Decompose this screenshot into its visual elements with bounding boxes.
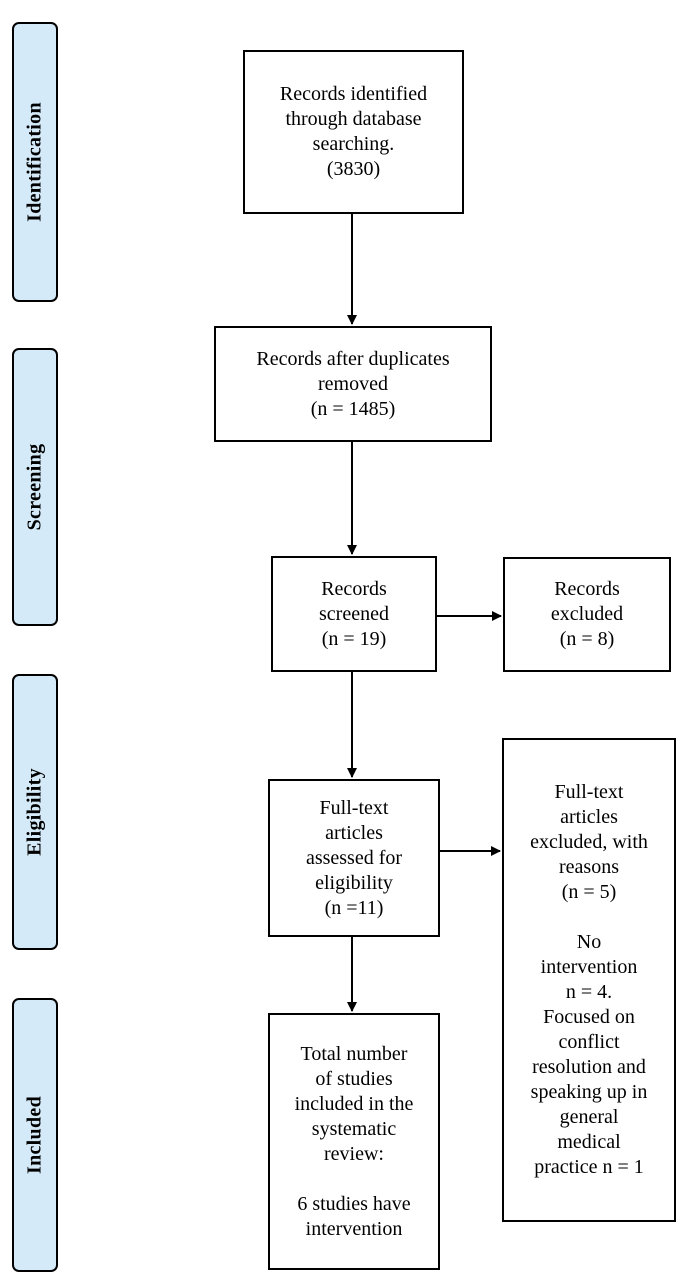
studies-included-text: 6 studies have (297, 1192, 411, 1215)
studies-included-text: systematic (311, 1117, 397, 1140)
exclusion-reason-text: practice n = 1 (534, 1156, 644, 1178)
records-screened-box: Records screened (n = 19) (271, 556, 437, 672)
fulltext-assessed-text: Full-text (319, 796, 389, 819)
records-screened-text: Records (321, 577, 387, 600)
fulltext-excluded-text: Full-text (554, 781, 624, 803)
fulltext-excluded-count: (n = 5) (561, 881, 617, 903)
studies-included-text: intervention (305, 1217, 403, 1240)
fulltext-excluded-box: Full-text articles excluded, with reason… (502, 738, 676, 1222)
exclusion-reason-text: resolution and (532, 1056, 646, 1078)
exclusion-reason-text: intervention (540, 956, 638, 978)
phase-included: Included (12, 998, 58, 1272)
records-identified-box: Records identified through database sear… (243, 50, 464, 214)
records-after-duplicates-text: Records after duplicates (256, 347, 450, 370)
records-screened-text: screened (319, 602, 389, 625)
records-identified-text: Records identified (279, 83, 428, 105)
records-after-duplicates-text: removed (318, 372, 388, 395)
exclusion-reason-text: No (576, 931, 602, 953)
fulltext-assessed-count: (n =11) (324, 896, 384, 919)
records-screened-count: (n = 19) (321, 627, 387, 650)
exclusion-reason-text: conflict (558, 1031, 620, 1053)
exclusion-reason-text: medical (557, 1131, 621, 1153)
records-excluded-text: Records (554, 578, 620, 600)
exclusion-reason-text: speaking up in (530, 1081, 648, 1103)
phase-eligibility: Eligibility (12, 674, 58, 950)
records-identified-text: through database (285, 108, 422, 130)
fulltext-assessed-text: assessed for (305, 846, 403, 869)
exclusion-reason-text: general (559, 1106, 619, 1128)
records-identified-text: searching. (312, 133, 395, 155)
studies-included-box: Total number of studies included in the … (268, 1013, 440, 1270)
exclusion-reason-text: Focused on (543, 1006, 635, 1028)
records-excluded-box: Records excluded (n = 8) (503, 557, 671, 672)
records-excluded-text: excluded (550, 603, 624, 625)
fulltext-assessed-text: eligibility (315, 871, 393, 894)
exclusion-reason-count: n = 4. (565, 981, 613, 1003)
studies-included-text: review: (324, 1142, 384, 1165)
studies-included-text: included in the (294, 1092, 414, 1115)
fulltext-excluded-text: excluded, with (530, 831, 648, 853)
studies-included-text: of studies (315, 1067, 393, 1090)
phase-identification: Identification (12, 22, 58, 302)
records-after-duplicates-count: (n = 1485) (310, 397, 396, 420)
fulltext-excluded-text: reasons (559, 856, 619, 878)
fulltext-assessed-box: Full-text articles assessed for eligibil… (268, 779, 440, 937)
fulltext-excluded-text: articles (560, 806, 618, 828)
records-after-duplicates-box: Records after duplicates removed (n = 14… (214, 326, 492, 442)
studies-included-text: Total number (300, 1042, 408, 1065)
records-excluded-count: (n = 8) (559, 628, 615, 650)
phase-screening: Screening (12, 348, 58, 626)
fulltext-assessed-text: articles (325, 821, 383, 844)
records-identified-count: (3830) (326, 158, 381, 180)
